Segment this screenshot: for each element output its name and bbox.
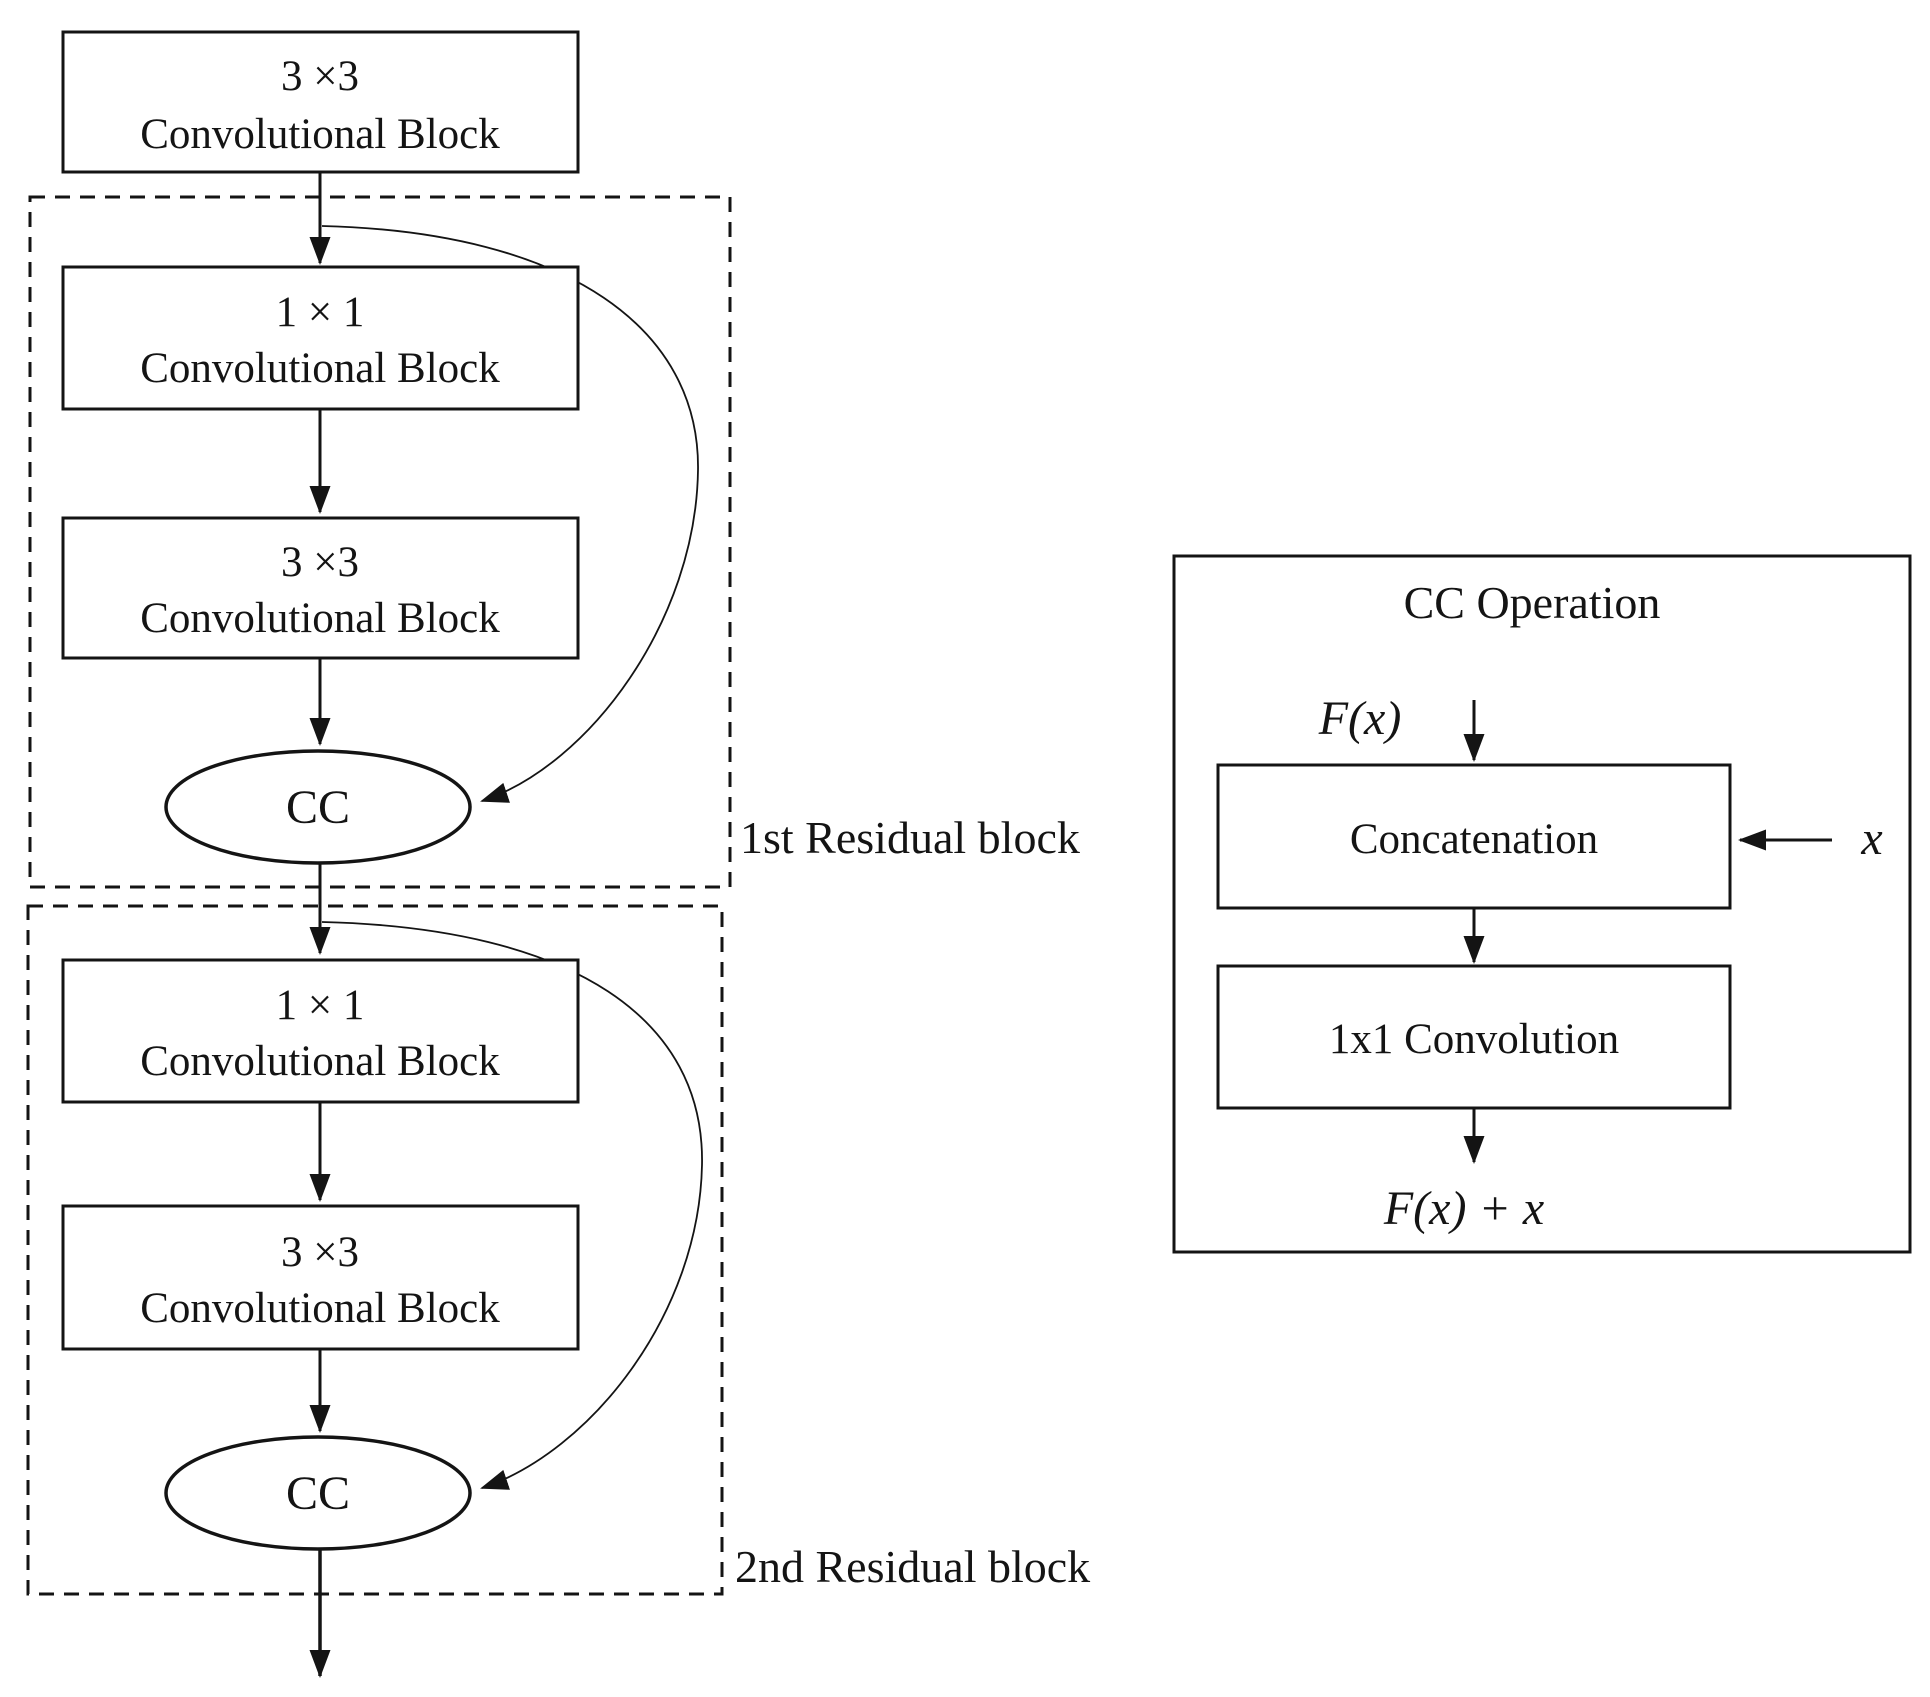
skip-connection-rb2 — [321, 921, 703, 1490]
rb2-conv3x3-block: 3 ×3 Convolutional Block — [61, 1204, 580, 1351]
rb2-cc-label: CC — [286, 1467, 350, 1520]
stem-conv-block-line2: Convolutional Block — [140, 111, 500, 158]
x-input-label: x — [1860, 812, 1882, 865]
rb2-label: 2nd Residual block — [735, 1541, 1090, 1592]
conv1x1-operation-label: 1x1 Convolution — [1329, 1016, 1619, 1063]
skip-connection-rb1 — [321, 225, 699, 803]
rb1-conv3x3-line1: 3 ×3 — [281, 539, 359, 586]
conv1x1-operation-frame — [1216, 964, 1732, 1110]
rb1-conv1x1-frame — [61, 265, 580, 411]
rb1-cc-node: CC — [164, 749, 472, 865]
rb2-conv1x1-block: 1 × 1 Convolutional Block — [61, 958, 580, 1104]
rb2-conv3x3-line1: 3 ×3 — [281, 1229, 359, 1276]
rb1-cc-label: CC — [286, 781, 350, 834]
rb2-conv1x1-line2: Convolutional Block — [140, 1038, 500, 1085]
rb2-conv1x1-line1: 1 × 1 — [276, 982, 365, 1029]
conv1x1-operation-block: 1x1 Convolution — [1216, 964, 1732, 1110]
rb1-conv1x1-line1: 1 × 1 — [276, 289, 365, 336]
cc-operation-title: CC Operation — [1404, 577, 1661, 628]
output-label: F(x) + x — [1383, 1182, 1544, 1235]
rb1-conv3x3-frame — [61, 516, 580, 660]
residual-block-1-boundary — [28, 195, 732, 889]
rb1-conv3x3-line2: Convolutional Block — [140, 595, 500, 642]
rb2-conv3x3-frame — [61, 1204, 580, 1351]
rb2-conv3x3-line2: Convolutional Block — [140, 1285, 500, 1332]
rb1-label: 1st Residual block — [740, 812, 1080, 863]
stem-conv-block-line1: 3 ×3 — [281, 53, 359, 100]
stem-conv-block-frame — [61, 30, 580, 174]
rb2-cc-ellipse — [164, 1435, 472, 1551]
concatenation-label: Concatenation — [1350, 816, 1598, 863]
stem-conv-block: 3 ×3 Convolutional Block — [61, 30, 580, 174]
concatenation-frame — [1216, 763, 1732, 910]
rb2-cc-node: CC — [164, 1435, 472, 1551]
cc-operation-panel: CC Operation F(x) Concatenation x 1x1 Co… — [1172, 554, 1912, 1254]
rb1-conv1x1-block: 1 × 1 Convolutional Block — [61, 265, 580, 411]
rb1-conv3x3-block: 3 ×3 Convolutional Block — [61, 516, 580, 660]
concatenation-block: Concatenation — [1216, 763, 1732, 910]
rb1-cc-ellipse — [164, 749, 472, 865]
fx-input-label: F(x) — [1318, 692, 1402, 745]
residual-block-2-boundary — [26, 904, 724, 1596]
rb1-conv1x1-line2: Convolutional Block — [140, 345, 500, 392]
rb2-conv1x1-frame — [61, 958, 580, 1104]
